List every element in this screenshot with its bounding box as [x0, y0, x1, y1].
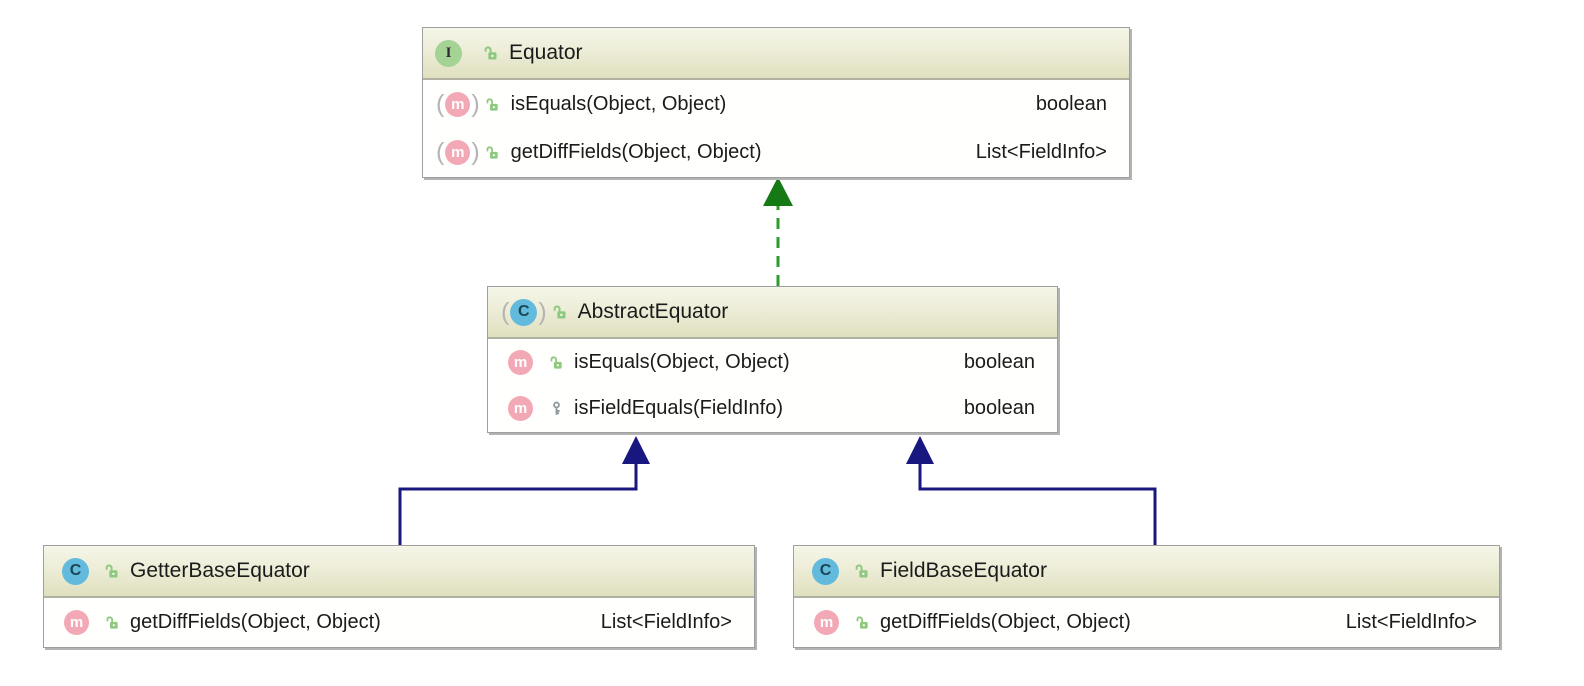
extends-arrow-getterbaseequator[interactable] — [398, 436, 650, 545]
implements-arrow-head — [763, 177, 793, 206]
method-return-type: List<FieldInfo> — [975, 141, 1107, 164]
method-signature: getDiffFields(Object, Object) — [130, 611, 381, 633]
class-name: Equator — [509, 41, 583, 64]
method-return-type: boolean — [1035, 92, 1107, 115]
method-icon: m — [500, 396, 544, 422]
method-row-getdifffields[interactable]: m getDiffFields(Object, Object) List<Fie… — [794, 598, 1499, 647]
public-unlock-icon — [100, 615, 124, 630]
abstract-class-icon: ( C ) — [501, 297, 547, 326]
class-header-abstractequator[interactable]: ( C ) AbstractEquator — [488, 287, 1057, 339]
class-name: AbstractEquator — [577, 300, 729, 323]
method-return-type: List<FieldInfo> — [600, 611, 732, 633]
implements-arrow-abstractequator-to-equator[interactable] — [763, 177, 793, 286]
method-row-isfieldequals[interactable]: m isFieldEquals(FieldInfo) boolean — [488, 385, 1057, 432]
method-signature: isEquals(Object, Object) — [574, 350, 790, 373]
public-unlock-icon — [479, 45, 503, 61]
method-icon: m — [500, 349, 544, 375]
class-icon: C — [806, 557, 850, 585]
method-return-type: List<FieldInfo> — [1345, 611, 1477, 633]
method-return-type: boolean — [963, 397, 1035, 420]
extends-arrow-head — [622, 436, 650, 464]
extends-arrow-head — [906, 436, 934, 464]
method-signature: getDiffFields(Object, Object) — [880, 611, 1131, 633]
class-header-equator[interactable]: I Equator — [423, 28, 1129, 80]
public-unlock-icon — [100, 563, 124, 579]
public-unlock-icon — [481, 145, 505, 160]
public-unlock-icon — [548, 304, 572, 320]
class-name: FieldBaseEquator — [880, 559, 1047, 582]
extends-arrow-line — [398, 463, 638, 545]
method-row-getdifffields[interactable]: ( m ) getDiffFields(Object, Object) List… — [423, 128, 1129, 177]
class-box-getterbaseequator[interactable]: C GetterBaseEquator m — [43, 545, 755, 648]
public-unlock-icon — [481, 97, 505, 112]
method-signature: getDiffFields(Object, Object) — [510, 141, 762, 164]
class-name: GetterBaseEquator — [130, 559, 310, 582]
class-header-fieldbaseequator[interactable]: C FieldBaseEquator — [794, 546, 1499, 598]
class-box-equator[interactable]: I Equator ( m ) — [422, 27, 1130, 178]
public-unlock-icon — [544, 355, 568, 370]
method-signature: isFieldEquals(FieldInfo) — [574, 397, 783, 420]
method-row-getdifffields[interactable]: m getDiffFields(Object, Object) List<Fie… — [44, 598, 754, 647]
interface-icon-letter: I — [435, 39, 462, 67]
extends-arrow-line — [918, 463, 1157, 545]
class-icon: C — [56, 557, 100, 585]
method-row-isequals[interactable]: ( m ) isEquals(Object, Object) boolean — [423, 80, 1129, 129]
class-box-fieldbaseequator[interactable]: C FieldBaseEquator m — [793, 545, 1500, 648]
method-icon: m — [806, 610, 850, 635]
public-unlock-icon — [850, 563, 874, 579]
extends-arrow-fieldbaseequator[interactable] — [906, 436, 1157, 545]
method-row-isequals[interactable]: m isEquals(Object, Object) boolean — [488, 339, 1057, 386]
method-signature: isEquals(Object, Object) — [510, 92, 727, 115]
class-header-getterbaseequator[interactable]: C GetterBaseEquator — [44, 546, 754, 598]
interface-icon: I — [435, 39, 479, 67]
method-return-type: boolean — [963, 350, 1035, 373]
abstract-method-icon: ( m ) — [436, 138, 480, 167]
class-box-abstractequator[interactable]: ( C ) AbstractEquator m — [487, 286, 1058, 433]
public-unlock-icon — [850, 615, 874, 630]
method-icon: m — [56, 610, 100, 635]
abstract-method-icon: ( m ) — [436, 89, 480, 118]
protected-key-icon — [544, 401, 568, 416]
